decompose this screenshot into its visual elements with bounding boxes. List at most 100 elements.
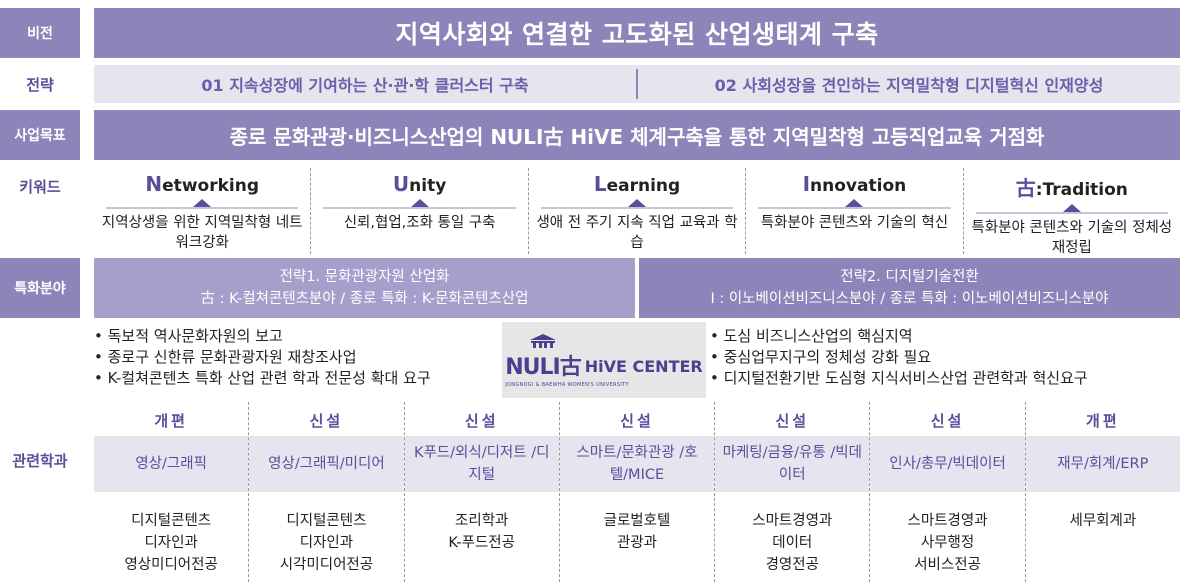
department-field: 재무/회계/ERP: [1025, 436, 1180, 492]
department-list: 조리학과 K-푸드전공: [405, 510, 559, 554]
logo-subtitle: JONGNOGI & BAEWHA WOMEN'S UNIVERSITY: [505, 381, 629, 388]
divider: [540, 207, 734, 209]
label-special: 특화분야: [0, 258, 80, 318]
special-field-2: 전략2. 디지털기술전환 I : 이노베이션비즈니스분야 / 종로 특화 : 이…: [639, 258, 1180, 318]
department-name: 조리학과: [455, 513, 509, 529]
keyword-learning: Learning 생애 전 주기 지속 직업 교육과 학습: [527, 168, 745, 254]
department-list: 스마트경영과 사무행정 서비스전공: [870, 510, 1024, 576]
label-goal: 사업목표: [0, 110, 80, 160]
special-field-detail: 古 : K-컬쳐콘텐츠분야 / 종로 특화 : K-문화콘텐츠산업: [200, 291, 529, 307]
bullet-item: • 종로구 신한류 문화관광자원 재창조사업: [94, 348, 357, 366]
department-type: 신설: [309, 412, 344, 430]
strategy-2: 02 사회성장을 견인하는 지역밀착형 디지털혁신 인재양성: [714, 76, 1104, 95]
bullets-left: • 독보적 역사문화자원의 보고 • 종로구 신한류 문화관광자원 재창조사업 …: [94, 326, 498, 389]
vision-banner: 지역사회와 연결한 고도화된 산업생태계 구축: [94, 8, 1180, 58]
keyword-innovation: Innovation 특화분야 콘텐츠와 기술의 혁신: [745, 168, 962, 254]
keyword-title: Networking: [145, 172, 259, 196]
department-column: 개편 영상/그래픽 디지털콘텐츠 디자인과 영상미디어전공: [94, 402, 249, 582]
department-name: 세무회계과: [1069, 513, 1137, 529]
keyword-description: 특화분야 콘텐츠와 기술의 혁신: [760, 215, 949, 231]
department-column: 신설 영상/그래픽/미디어 디지털콘텐츠 디자인과 시각미디어전공: [248, 402, 404, 582]
bullets-right: • 도심 비즈니스산업의 핵심지역 • 중심업무지구의 정체성 강화 필요 • …: [710, 326, 1180, 389]
triangle-marker-icon: [628, 199, 647, 207]
bullet-item: • K-컬쳐콘텐츠 특화 산업 관련 학과 전문성 확대 요구: [94, 369, 431, 387]
bullet-item: • 독보적 역사문화자원의 보고: [94, 327, 283, 345]
divider: [635, 258, 639, 318]
department-list: 디지털콘텐츠 디자인과 영상미디어전공: [94, 510, 248, 576]
department-name: 스마트경영과: [907, 513, 988, 529]
department-column: 개편 재무/회계/ERP 세무회계과: [1024, 402, 1180, 582]
divider: [975, 212, 1169, 214]
department-name: 디자인과: [299, 535, 354, 551]
keyword-tradition: 古:Tradition 특화분야 콘텐츠와 기술의 정체성 재정립: [962, 168, 1180, 256]
department-name: 경영전공: [765, 557, 819, 573]
departments-row: 개편 영상/그래픽 디지털콘텐츠 디자인과 영상미디어전공 신설 영상/그래픽/…: [94, 402, 1180, 582]
department-column: 신설 마케팅/금융/유통 /빅데이터 스마트경영과 데이터 경영전공: [714, 402, 870, 582]
department-name: 사무행정: [920, 535, 975, 551]
department-name: 디자인과: [144, 535, 198, 551]
nuli-hive-logo: NULI古 HiVE CENTER JONGNOGI & BAEWHA WOME…: [502, 322, 706, 398]
special-fields-row: 전략1. 문화관광자원 산업화 古 : K-컬쳐콘텐츠분야 / 종로 특화 : …: [94, 258, 1180, 318]
keyword-description: 신뢰,협업,조화 통일 구축: [343, 215, 496, 231]
logo-hive-text: HiVE CENTER: [584, 356, 703, 376]
department-name: K-푸드전공: [448, 535, 515, 551]
triangle-marker-icon: [410, 199, 429, 207]
department-list: 스마트경영과 데이터 경영전공: [715, 510, 869, 576]
keyword-title: Innovation: [802, 172, 907, 196]
special-field-title: 전략2. 디지털기술전환: [840, 269, 979, 285]
triangle-marker-icon: [1062, 204, 1081, 212]
divider: [758, 207, 951, 209]
triangle-marker-icon: [845, 199, 864, 207]
business-goal-banner: 종로 문화관광·비즈니스산업의 NULI古 HiVE 체계구축을 통한 지역밀착…: [94, 110, 1180, 160]
department-type: 신설: [930, 412, 965, 430]
keyword-description: 생애 전 주기 지속 직업 교육과 학습: [536, 215, 738, 251]
department-type: 개편: [1086, 412, 1120, 430]
bullet-item: • 디지털전환기반 도심형 지식서비스산업 관련학과 혁신요구: [710, 369, 1088, 387]
keyword-title: Learning: [593, 172, 681, 196]
department-name: 영상미디어전공: [124, 557, 218, 573]
keyword-description: 지역상생을 위한 지역밀착형 네트워크강화: [101, 215, 303, 251]
department-column: 신설 K푸드/외식/디저트 /디지털 조리학과 K-푸드전공: [403, 402, 559, 582]
department-type: 개편: [154, 412, 188, 430]
label-strategy: 전략: [26, 75, 54, 94]
divider: [106, 207, 299, 209]
department-name: 디지털콘텐츠: [286, 513, 367, 529]
logo-nuli-text: NULI古: [505, 354, 581, 380]
department-field: 인사/총무/빅데이터: [870, 436, 1025, 492]
keyword-title: 古:Tradition: [1015, 176, 1128, 200]
department-name: 데이터: [772, 535, 813, 551]
department-field: 영상/그래픽/미디어: [249, 436, 404, 492]
keyword-description: 특화분야 콘텐츠와 기술의 정체성 재정립: [971, 220, 1173, 256]
keyword-title: Unity: [392, 172, 447, 196]
department-list: 글로벌호텔 관광과: [560, 510, 714, 554]
department-type: 신설: [620, 412, 654, 430]
department-field: 스마트/문화관광 /호텔/MICE: [559, 436, 715, 492]
department-name: 글로벌호텔: [603, 513, 671, 529]
department-name: 서비스전공: [914, 557, 981, 573]
triangle-marker-icon: [193, 199, 212, 207]
strategy-1: 01 지속성장에 기여하는 산·관·학 클러스터 구축: [201, 76, 529, 95]
department-field: 영상/그래픽: [94, 436, 249, 492]
department-name: 관광과: [616, 535, 657, 551]
department-name: 디지털콘텐츠: [131, 513, 212, 529]
bullet-item: • 중심업무지구의 정체성 강화 필요: [710, 348, 932, 366]
strategy-divider: [636, 69, 638, 99]
department-list: 세무회계과: [1026, 510, 1180, 532]
keyword-unity: Unity 신뢰,협업,조화 통일 구축: [310, 168, 527, 254]
building-icon: [530, 333, 556, 348]
department-column: 신설 인사/총무/빅데이터 스마트경영과 사무행정 서비스전공: [869, 402, 1025, 582]
keyword-networking: Networking 지역상생을 위한 지역밀착형 네트워크강화: [94, 168, 310, 254]
department-list: 디지털콘텐츠 디자인과 시각미디어전공: [249, 510, 403, 576]
label-departments: 관련학과: [12, 451, 68, 470]
special-field-1: 전략1. 문화관광자원 산업화 古 : K-컬쳐콘텐츠분야 / 종로 특화 : …: [94, 258, 635, 318]
label-vision: 비전: [0, 8, 80, 58]
special-field-detail: I : 이노베이션비즈니스분야 / 종로 특화 : 이노베이션비즈니스분야: [710, 291, 1109, 307]
strategy-row: 01 지속성장에 기여하는 산·관·학 클러스터 구축 02 사회성장을 견인하…: [94, 65, 1180, 103]
department-field: 마케팅/금융/유통 /빅데이터: [715, 436, 870, 492]
department-name: 시각미디어전공: [279, 557, 374, 573]
bullet-item: • 도심 비즈니스산업의 핵심지역: [710, 327, 913, 345]
department-column: 신설 스마트/문화관광 /호텔/MICE 글로벌호텔 관광과: [558, 402, 715, 582]
keywords-row: Networking 지역상생을 위한 지역밀착형 네트워크강화 Unity 신…: [94, 168, 1180, 256]
department-name: 스마트경영과: [752, 513, 833, 529]
department-field: K푸드/외식/디저트 /디지털: [404, 436, 559, 492]
